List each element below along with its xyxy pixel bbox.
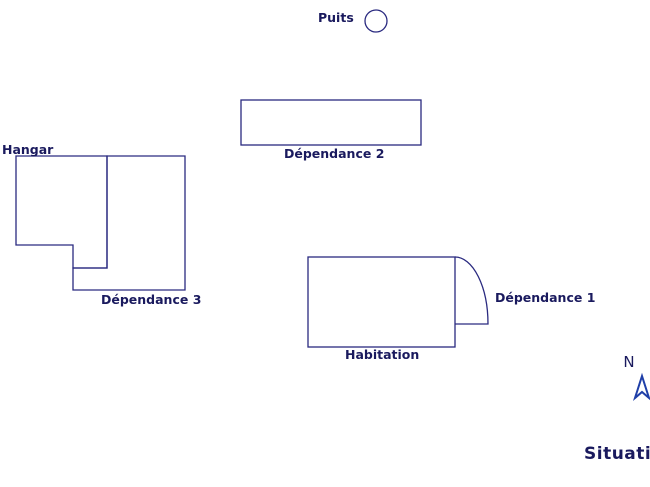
north-letter: N (623, 353, 634, 371)
habitation-outline (307, 256, 456, 348)
label-hangar: Hangar (2, 142, 54, 157)
label-puits: Puits (318, 10, 354, 25)
label-dependance-2: Dépendance 2 (284, 146, 385, 161)
puits-well-outline (364, 9, 388, 33)
north-arrow-icon: N (623, 353, 650, 402)
dependance-1-outline (454, 256, 489, 325)
north-arrow-shape (632, 372, 650, 402)
dependance-2-outline (240, 99, 422, 146)
dependance-3-outline (72, 155, 186, 291)
hangar-outline (15, 155, 108, 269)
label-habitation: Habitation (345, 347, 420, 362)
label-dependance-3: Dépendance 3 (101, 292, 202, 307)
situation-caption: Situati (584, 444, 650, 464)
label-dependance-1: Dépendance 1 (495, 290, 596, 305)
